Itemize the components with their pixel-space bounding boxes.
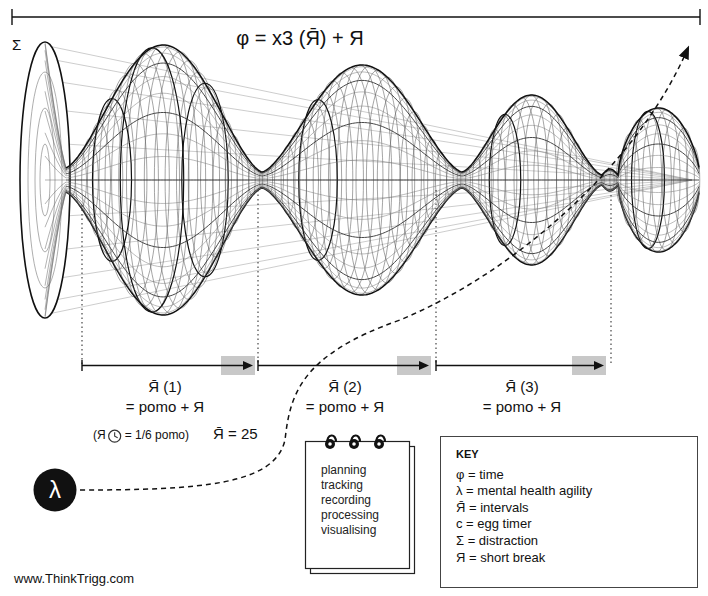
arrowhead [594, 361, 604, 370]
wireframe-meridian [66, 45, 699, 175]
interval-label: Я̄ (3) [505, 378, 538, 396]
clock-hands [115, 432, 118, 438]
list-item: processing [321, 508, 394, 523]
wireframe-meridian [66, 180, 699, 181]
dotted-guides [82, 190, 611, 364]
interval-line [258, 365, 426, 366]
key-entry: φ = time [456, 467, 683, 484]
key-entry: λ = mental health agility [456, 483, 683, 500]
arrowhead [419, 361, 429, 370]
notebook-ring [374, 435, 385, 449]
wireframe-meridian [66, 157, 699, 180]
interval-arrow [436, 356, 606, 375]
dotted-guide [610, 195, 611, 364]
agility-curve [80, 48, 688, 490]
list-item: recording [321, 493, 394, 508]
wireframe-meridian [66, 47, 699, 175]
interval-formula: = pomo + Я [306, 398, 384, 416]
wireframe-horn [45, 191, 66, 309]
interval-tick [81, 360, 82, 371]
key-box: KEY φ = timeλ = mental health agilityЯ̄ =… [440, 436, 698, 588]
wireframe-meridian [66, 185, 699, 307]
wireframe-meridian [66, 181, 699, 204]
ring-loop [351, 435, 360, 444]
key-entry: Я̄ = intervals [456, 500, 683, 517]
interval-length: Я̄ = 25 [213, 425, 258, 443]
ring-hole [377, 442, 381, 446]
wireframe-horn [45, 192, 66, 318]
clock-icon [109, 430, 121, 442]
circle-fill [34, 469, 77, 512]
wireframe-meridian [66, 183, 699, 248]
website-url: www.ThinkTrigg.com [14, 571, 134, 587]
ring-hole [352, 442, 356, 446]
list-item: tracking [321, 478, 394, 493]
key-entry: Я = short break [456, 550, 683, 567]
ring-loop [376, 435, 385, 444]
wireframe-horn [45, 42, 66, 168]
notebook-page [306, 442, 410, 569]
ring-hole [328, 442, 332, 446]
distraction-symbol: Σ [12, 36, 21, 54]
interval-formula: = pomo + Я [483, 398, 561, 416]
wireframe-meridian [66, 182, 699, 226]
clock-face [109, 430, 121, 442]
interval-tick [435, 360, 436, 371]
dotted-guide [81, 205, 82, 364]
wireframe-meridian [66, 183, 699, 267]
notebook-list: planningtrackingrecordingprocessingvisua… [305, 441, 410, 569]
key-heading: KEY [456, 446, 683, 463]
span-tick [699, 9, 700, 25]
fan-line [67, 111, 692, 180]
wireframe-meridian [66, 53, 699, 175]
dotted-guide [257, 190, 258, 364]
wireframe-horn [45, 44, 66, 168]
break-note: (Я [93, 428, 106, 442]
formula-title: φ = x3 (Я̄) + Я [236, 26, 363, 50]
list-item: planning [321, 463, 394, 478]
wireframe-horn [45, 182, 66, 204]
wireframe [20, 42, 700, 318]
agility-circle: λ [33, 468, 77, 512]
agility-symbol: λ [49, 478, 61, 502]
wireframe-meridian [66, 77, 699, 177]
interval-line [436, 365, 601, 366]
span-tick [11, 9, 12, 25]
time-span-line [12, 16, 700, 17]
interval-line [82, 365, 250, 366]
dotted-guide [435, 190, 436, 364]
interval-arrow [82, 356, 255, 375]
wireframe-horn [45, 186, 66, 249]
wireframe-horn [45, 190, 66, 299]
arrowhead [243, 361, 253, 370]
wireframe-meridian [66, 93, 699, 177]
wireframe-meridian [66, 63, 699, 176]
distraction-ring [20, 42, 70, 318]
interval-arrow [258, 356, 431, 375]
wireframe-meridian [66, 185, 699, 315]
list-item: visualising [321, 523, 394, 538]
interval-label: Я̄ (1) [148, 378, 181, 396]
interval-formula: = pomo + Я [126, 398, 204, 416]
break-note: = 1/6 pomo) [125, 428, 189, 442]
key-entry: Σ = distraction [456, 533, 683, 550]
wireframe-horn [45, 184, 66, 227]
interval-tick [257, 360, 258, 371]
interval-label: Я̄ (2) [328, 378, 361, 396]
key-entry: c = egg timer [456, 516, 683, 533]
wireframe-meridian [66, 184, 699, 297]
notebook-ring [349, 435, 360, 449]
wireframe-meridian [66, 113, 699, 178]
ring-loop [327, 435, 336, 444]
wireframe-horn [45, 180, 66, 181]
notebook-ring [325, 435, 336, 449]
